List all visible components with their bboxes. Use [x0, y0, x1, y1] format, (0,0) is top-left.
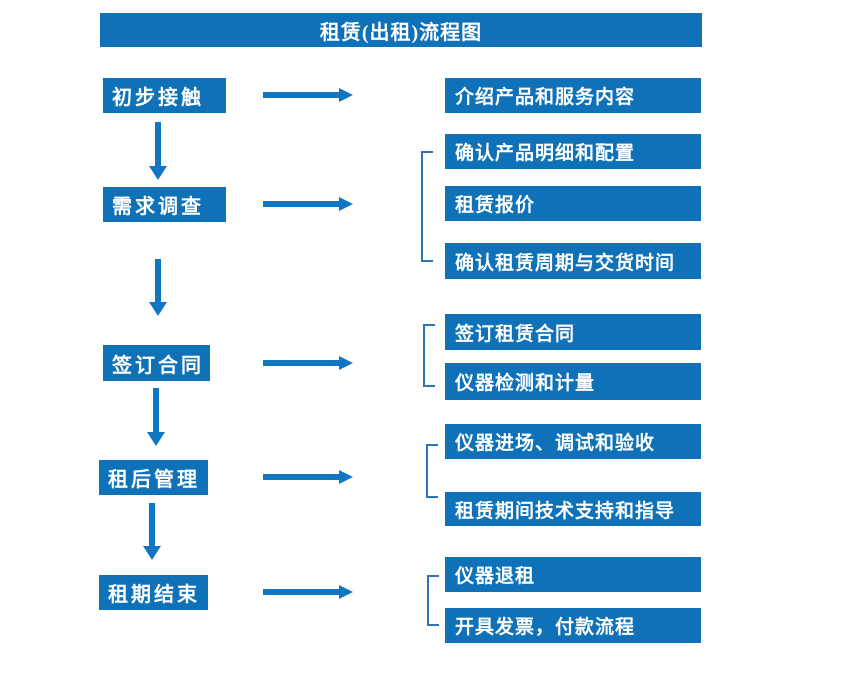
bracket-connector-post-rental [426, 444, 438, 498]
output-box-sign-rental-contract: 签订租赁合同 [445, 314, 701, 350]
output-box-instrument-testing: 仪器检测和计量 [445, 363, 701, 400]
down-arrow-icon-1 [149, 122, 167, 180]
step-box-post-rental-management: 租后管理 [99, 460, 208, 495]
output-box-invoice-payment: 开具发票，付款流程 [445, 608, 701, 643]
bracket-connector-rental-end [427, 575, 439, 626]
right-arrow-icon-2 [263, 196, 353, 212]
down-arrow-icon-2 [149, 259, 167, 316]
right-arrow-icon-5 [263, 584, 353, 600]
step-box-rental-period-end: 租期结束 [99, 575, 208, 610]
step-box-demand-survey: 需求调查 [103, 187, 226, 222]
output-box-instrument-return: 仪器退租 [445, 557, 701, 592]
flowchart-title-bar: 租赁(出租)流程图 [100, 13, 702, 47]
flowchart-title: 租赁(出租)流程图 [319, 21, 483, 44]
output-box-introduce-products: 介绍产品和服务内容 [445, 78, 701, 113]
right-arrow-icon-3 [263, 355, 353, 371]
down-arrow-icon-4 [143, 503, 161, 560]
right-arrow-icon-1 [263, 87, 353, 103]
step-box-sign-contract: 签订合同 [103, 345, 210, 381]
output-box-technical-support: 租赁期间技术支持和指导 [445, 492, 701, 526]
output-box-instrument-setup: 仪器进场、调试和验收 [445, 424, 701, 459]
bracket-connector-sign-contract [423, 324, 435, 387]
right-arrow-icon-4 [263, 469, 353, 485]
output-box-confirm-product-details: 确认产品明细和配置 [445, 134, 701, 169]
down-arrow-icon-3 [147, 388, 165, 446]
output-box-confirm-period-delivery: 确认租赁周期与交货时间 [445, 243, 701, 279]
output-box-rental-quote: 租赁报价 [445, 186, 701, 221]
step-box-initial-contact: 初步接触 [103, 78, 226, 113]
bracket-connector-demand-survey [421, 151, 433, 262]
